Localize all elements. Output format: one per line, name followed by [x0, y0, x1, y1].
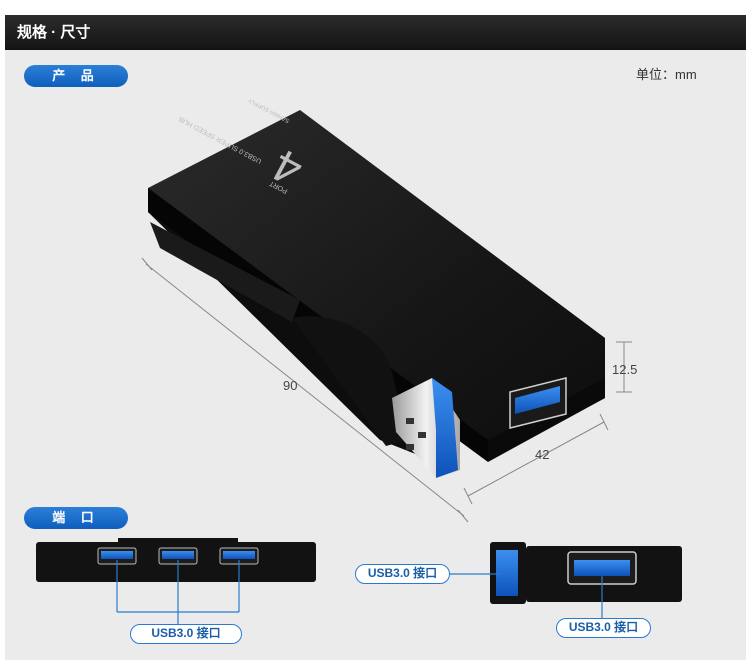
- hub-main-view: 4 PORT USB3.0 SUPER SPEED HUB SANWA SUPP…: [148, 96, 605, 478]
- hub-side-view: [450, 542, 682, 618]
- header-title: 规格 · 尺寸: [17, 24, 91, 41]
- callout-end-port: USB3.0 接口: [556, 618, 651, 638]
- device-brand: SANWA SUPPLY: [247, 96, 291, 123]
- section-label-ports: 端 口: [24, 507, 128, 529]
- end-usb-port: [509, 377, 567, 429]
- callout-side-connector: USB3.0 接口: [355, 564, 450, 584]
- header-bar: 规格 · 尺寸: [5, 15, 746, 50]
- unit-label: 单位：mm: [636, 67, 697, 82]
- usb-plug: [392, 378, 460, 478]
- dimension-length: 90: [283, 378, 298, 393]
- callout-top-ports: USB3.0 接口: [130, 624, 242, 644]
- hub-top-view: [36, 538, 316, 624]
- section-label-product: 产 品: [24, 65, 128, 87]
- dimension-lines: [141, 257, 632, 523]
- dimension-width: 42: [535, 447, 550, 462]
- dimension-height: 12.5: [612, 362, 638, 377]
